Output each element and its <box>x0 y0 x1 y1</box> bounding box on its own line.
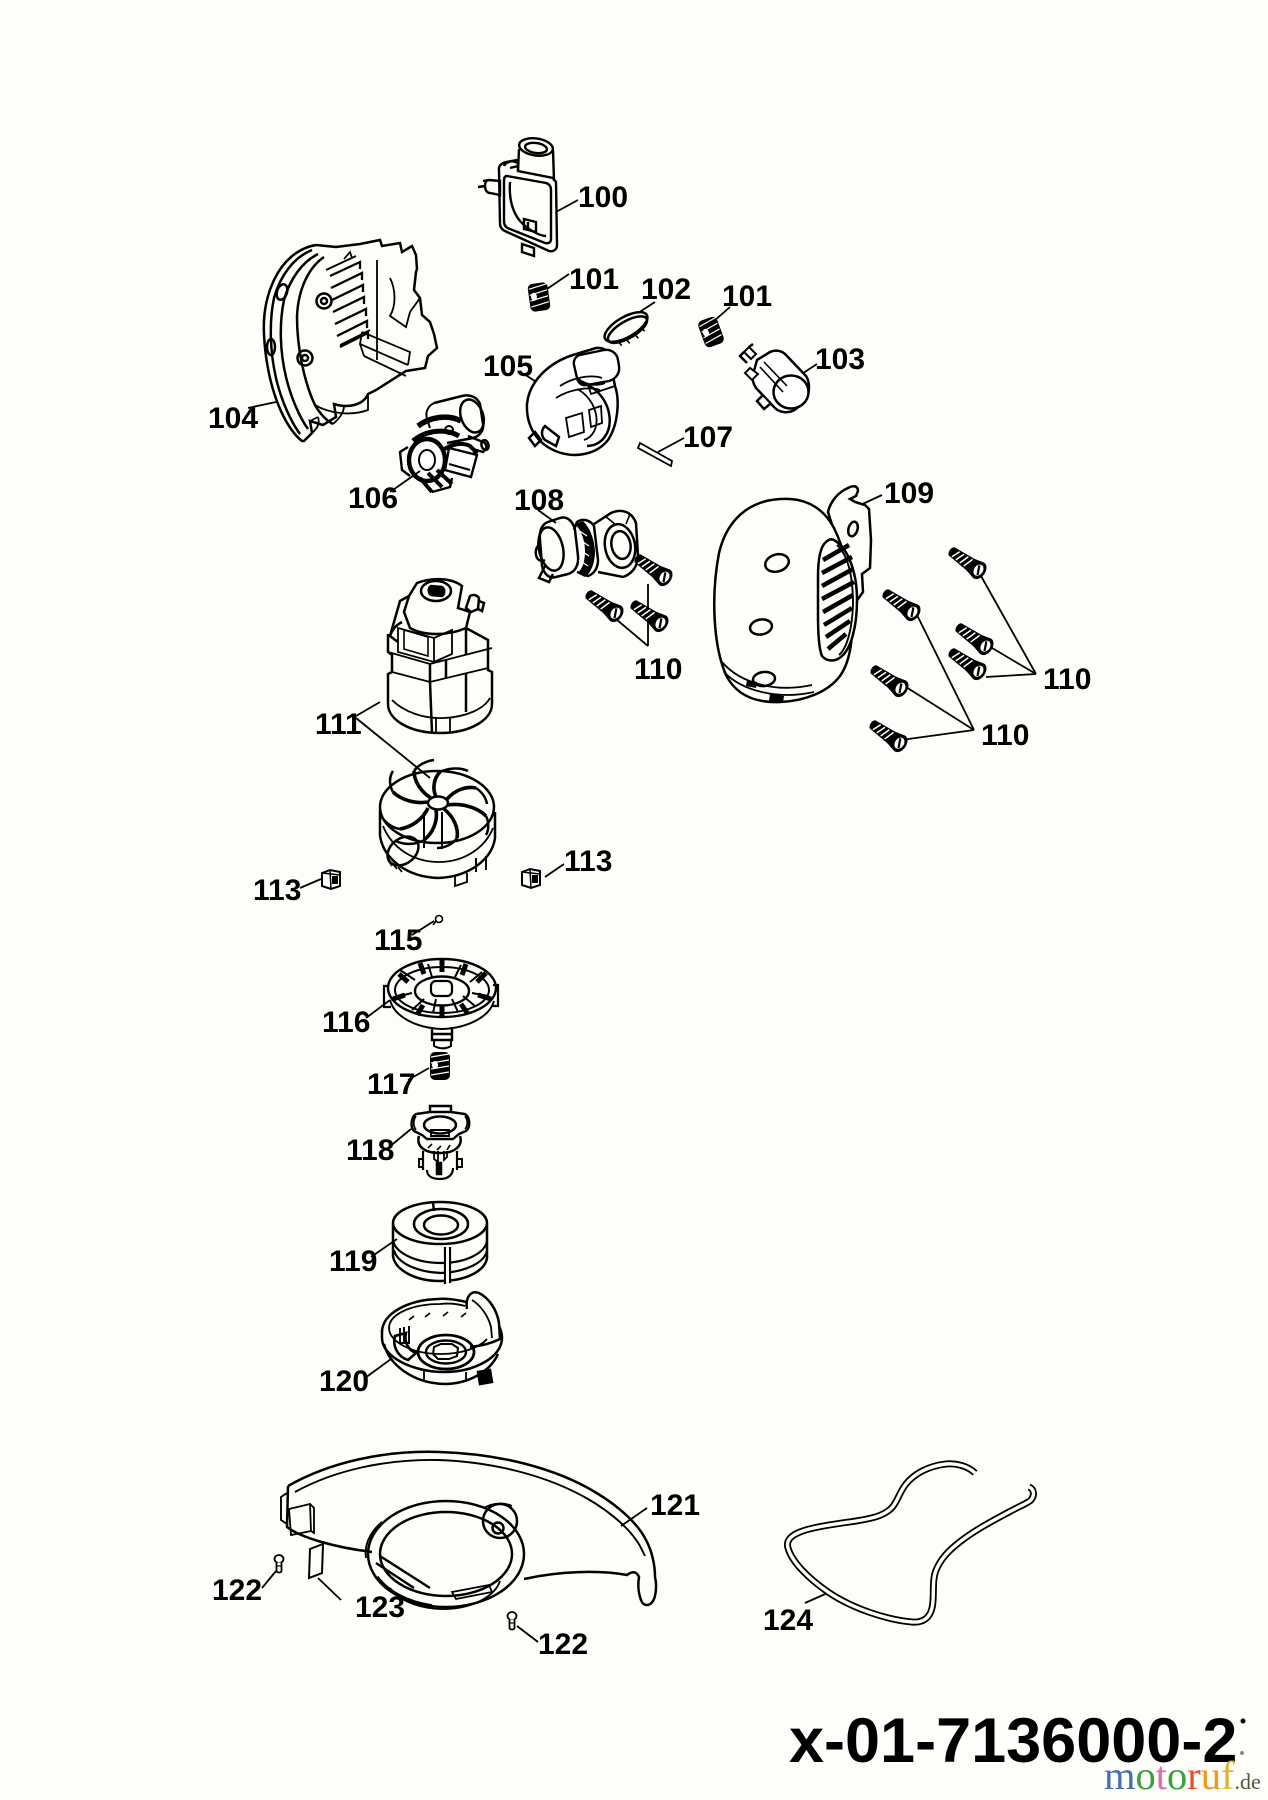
svg-text:motoruf.de: motoruf.de <box>1104 1753 1261 1798</box>
svg-text:120: 120 <box>319 1365 369 1398</box>
svg-text:110: 110 <box>981 719 1029 752</box>
svg-text:101: 101 <box>569 263 619 296</box>
svg-text:124: 124 <box>763 1604 813 1637</box>
svg-text:103: 103 <box>815 343 865 376</box>
svg-text:113: 113 <box>564 845 612 878</box>
svg-text:108: 108 <box>514 484 564 517</box>
svg-text:109: 109 <box>884 477 934 510</box>
svg-text:x-01-7136000-2: x-01-7136000-2 <box>789 1706 1237 1776</box>
svg-text:111: 111 <box>315 708 362 741</box>
svg-text:122: 122 <box>538 1628 588 1661</box>
svg-text:110: 110 <box>634 653 682 686</box>
svg-text:107: 107 <box>683 421 733 454</box>
svg-text:105: 105 <box>483 350 533 383</box>
svg-text:117: 117 <box>367 1068 415 1101</box>
svg-text:118: 118 <box>346 1134 394 1167</box>
svg-text:110: 110 <box>1043 663 1091 696</box>
svg-text:116: 116 <box>322 1006 370 1039</box>
svg-text:119: 119 <box>329 1245 377 1278</box>
svg-text:121: 121 <box>650 1489 700 1522</box>
svg-text:106: 106 <box>348 482 398 515</box>
svg-text:100: 100 <box>578 181 628 214</box>
svg-text:102: 102 <box>641 273 691 306</box>
svg-text:115: 115 <box>374 924 422 957</box>
svg-text:113: 113 <box>253 874 301 907</box>
svg-text:122: 122 <box>212 1574 262 1607</box>
